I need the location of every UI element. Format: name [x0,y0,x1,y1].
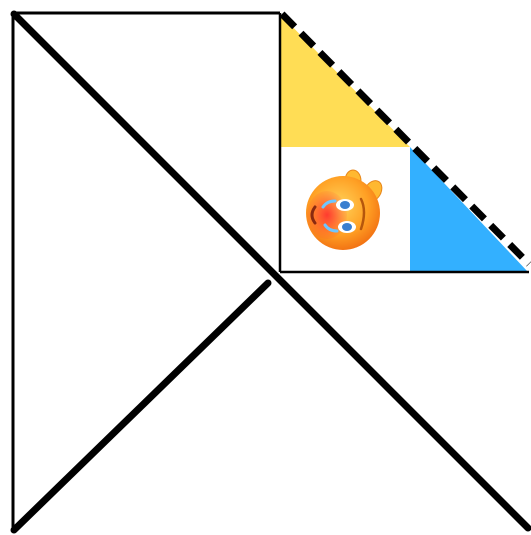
crying-upside-down-emoji-icon [306,170,385,250]
lower-left-diagonal [14,283,268,530]
blue-triangle [410,147,528,272]
